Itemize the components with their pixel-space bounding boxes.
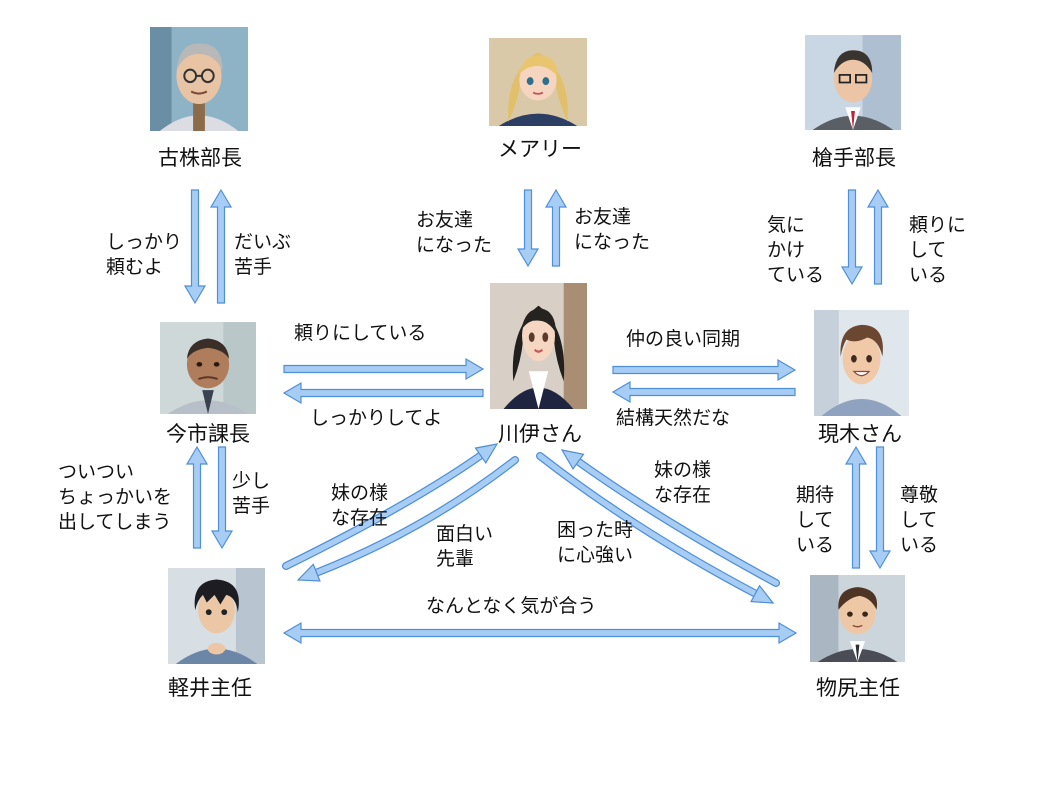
label-kawai-to-utsutsuki: 仲の良い同期 [626,328,741,350]
black-haired-man-portrait-icon [168,568,265,664]
label-monoshiri-to-utsutsuki: 期待 して いる [796,484,835,556]
kawai-name: 川伊さん [498,422,582,446]
arrow-furukabu-to-imaichi [183,189,207,305]
label-mary-to-kawai: お友達 になった [416,209,493,256]
arrow-kawai-to-utsutsuki [612,358,797,382]
label-kawai-to-monoshiri: 困った時 に心強い [557,519,634,566]
label-karui-to-imaichi: ついつい ちょっかいを 出してしまう [58,461,173,533]
yarite-name: 槍手部長 [812,146,896,170]
dark-haired-woman-vest-portrait-icon [490,283,587,409]
kawai-avatar [490,283,587,409]
arrow-yarite-to-utsutsuki [840,189,864,286]
arrow-kawai-to-monoshiri [536,452,775,604]
label-yarite-to-utsutsuki: 気に かけ ている [767,214,825,286]
label-imaichi-to-kawai: 頼りにしている [294,322,427,344]
monoshiri-avatar [810,575,905,662]
balding-man-portrait-icon [160,322,256,414]
arrow-utsutsuki-to-monoshiri [868,446,892,570]
label-kawai-to-mary: お友達 になった [574,206,651,253]
arrow-monoshiri-to-kawai [560,449,780,587]
label-imaichi-to-furukabu: だいぶ 苦手 [234,231,292,278]
label-kawai-to-karui: 面白い 先輩 [436,523,494,570]
arrow-mary-to-kawai [516,189,540,268]
mary-name: メアリー [498,137,582,161]
arrow-monoshiri-to-utsutsuki [844,445,868,569]
arrow-kawai-to-mary [544,188,568,267]
arrow-karui-to-kawai [282,443,499,570]
furukabu-name: 古株部長 [158,146,242,170]
karui-name: 軽井主任 [168,676,252,700]
arrow-imaichi-to-karui [210,446,234,550]
label-kawai-to-imaichi: しっかりしてよ [310,407,443,429]
brown-haired-man-portrait-icon [814,310,909,416]
arrow-utsutsuki-to-yarite [866,188,890,285]
label-furukabu-to-imaichi: しっかり 頼むよ [106,231,183,278]
karui-avatar [168,568,265,664]
furukabu-avatar [150,27,248,131]
yarite-avatar [805,35,901,130]
label-monoshiri-to-kawai: 妹の様 な存在 [654,459,712,506]
arrow-karui-to-imaichi [185,445,209,549]
label-imaichi-to-karui: 少し 苦手 [232,470,271,517]
arrow-imaichi-to-kawai [283,357,485,381]
arrow-kawai-to-imaichi [282,381,484,405]
gray-haired-man-glasses-portrait-icon [150,27,248,131]
imaichi-name: 今市課長 [166,422,250,446]
man-in-suit-tie-portrait-icon [810,575,905,662]
monoshiri-name: 物尻主任 [816,676,900,700]
utsutsuki-name: 現木さん [818,422,902,446]
label-utsutsuki-to-yarite: 頼りに して いる [909,214,967,286]
arrow-imaichi-to-furukabu [209,188,233,304]
utsutsuki-avatar [814,310,909,416]
label-utsutsuki-to-monoshiri: 尊敬 して いる [900,484,939,556]
imaichi-avatar [160,322,256,414]
blonde-woman-portrait-icon [489,38,587,126]
label-utsutsuki-to-kawai: 結構天然だな [616,407,731,429]
label-karui-monoshiri: なんとなく気が合う [426,595,597,617]
arrow-kawai-to-karui [296,456,519,582]
mary-avatar [489,38,587,126]
man-in-suit-glasses-portrait-icon [805,35,901,130]
arrow-utsutsuki-to-kawai [611,380,796,404]
arrow-karui-monoshiri [282,621,798,645]
label-karui-to-kawai: 妹の様 な存在 [331,482,389,529]
